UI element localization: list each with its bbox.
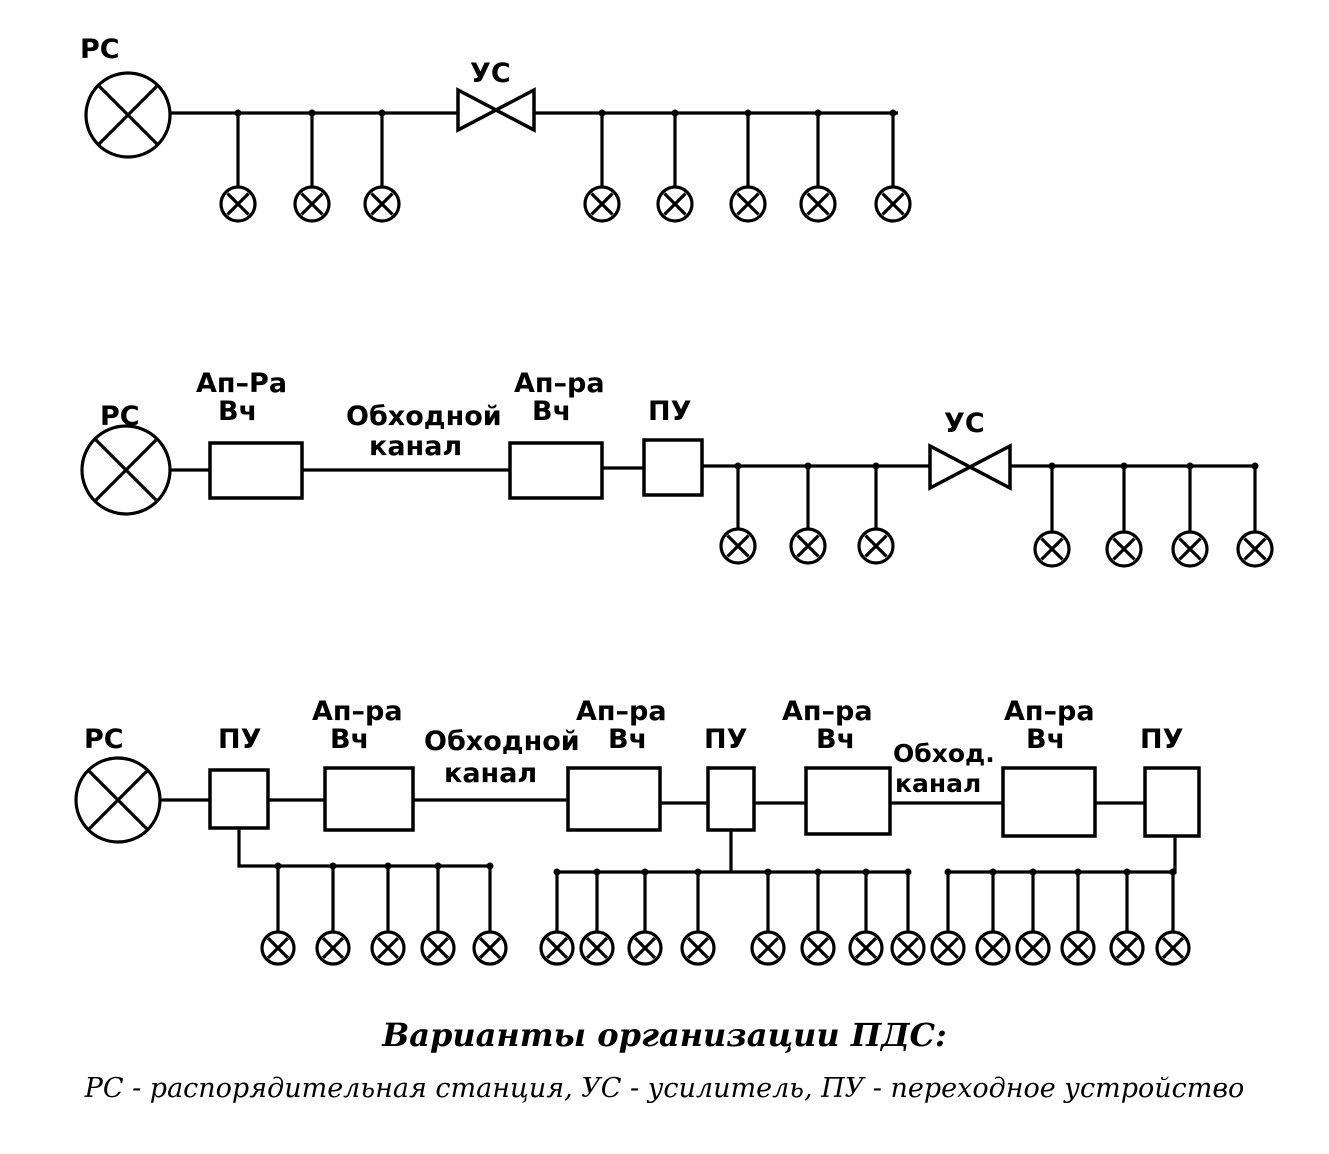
- subscriber-point-icon: [800, 868, 836, 966]
- subscriber-point-icon: [472, 862, 508, 966]
- hf-equipment-label: Вч: [608, 724, 647, 755]
- subscriber-taps: [719, 462, 1274, 568]
- subscriber-point-icon: [627, 868, 663, 966]
- us-label: УС: [944, 408, 985, 439]
- subscriber-point-icon: [719, 462, 757, 565]
- subscriber-point-icon: [579, 868, 615, 966]
- rs-label: РС: [80, 34, 120, 65]
- pu-label: ПУ: [704, 724, 748, 755]
- subscriber-point-icon: [874, 109, 912, 223]
- hf-equipment-label: Ап–Ра: [196, 368, 287, 399]
- variant-3-scheme: РС ПУ Ап–ра Вч Обходной канал Ап–ра Вч П…: [74, 696, 1201, 966]
- subscriber-point-icon: [1060, 868, 1096, 966]
- hf-equipment-label: Вч: [816, 724, 855, 755]
- transition-device-block: [1143, 766, 1201, 838]
- hf-equipment-label: Ап–ра: [576, 696, 667, 727]
- hf-equipment-block: [208, 441, 304, 500]
- distribution-bus: [946, 836, 1177, 874]
- subscriber-point-icon: [1109, 868, 1145, 966]
- hf-equipment-block: [804, 766, 892, 836]
- subscriber-point-icon: [1171, 462, 1209, 568]
- hf-equipment-block: [323, 766, 415, 832]
- subscriber-point-icon: [750, 868, 786, 966]
- hf-equipment-block: [566, 766, 662, 832]
- subscriber-point-icon: [930, 868, 966, 966]
- subscriber-point-icon: [729, 109, 767, 223]
- transition-device-block: [208, 768, 270, 830]
- bypass-channel-label: Обходной: [424, 726, 580, 757]
- subscriber-point-icon: [260, 862, 296, 966]
- dispatch-network-diagram: РС УС РС Ап–Ра Вч Обходной канал Ап–ра В…: [74, 34, 1274, 966]
- subscriber-point-icon: [293, 109, 331, 223]
- bypass-channel-label: канал: [369, 431, 462, 462]
- transition-device-block: [642, 438, 704, 497]
- subscriber-point-icon: [420, 862, 456, 966]
- variant-2-scheme: РС Ап–Ра Вч Обходной канал Ап–ра Вч ПУ У…: [80, 368, 1274, 568]
- subscriber-point-icon: [680, 868, 716, 966]
- hf-equipment-label: Вч: [330, 724, 369, 755]
- bypass-channel-label: канал: [444, 758, 537, 789]
- dispatch-station-icon: [74, 756, 162, 844]
- subscriber-point-icon: [857, 462, 895, 565]
- hf-equipment-block: [1001, 766, 1097, 838]
- subscriber-taps: [219, 109, 912, 223]
- subscriber-point-icon: [1155, 868, 1191, 966]
- bypass-channel-label: Обходной: [346, 401, 502, 432]
- bypass-channel-label: канал: [895, 769, 981, 798]
- amplifier-icon: [928, 443, 1012, 491]
- rs-label: РС: [84, 724, 124, 755]
- subscriber-point-icon: [1015, 868, 1051, 966]
- subscriber-point-icon: [1033, 462, 1071, 568]
- subscriber-point-icon: [848, 868, 884, 966]
- dispatch-station-icon: [80, 424, 172, 516]
- subscriber-point-icon: [370, 862, 406, 966]
- hf-equipment-block: [508, 441, 604, 500]
- bypass-channel-label: Обход.: [893, 739, 995, 768]
- diagram-legend: РС - распорядительная станция, УС - усил…: [84, 1073, 1245, 1104]
- subscriber-point-icon: [890, 868, 926, 966]
- hf-equipment-label: Ап–ра: [514, 368, 605, 399]
- subscriber-point-icon: [975, 868, 1011, 966]
- hf-equipment-label: Ап–ра: [1004, 696, 1095, 727]
- subscriber-point-icon: [656, 109, 694, 223]
- pu-label: ПУ: [648, 396, 692, 427]
- pu-label: ПУ: [1140, 724, 1184, 755]
- transition-device-block: [706, 766, 756, 832]
- pu-label: ПУ: [218, 724, 262, 755]
- subscriber-point-icon: [1105, 462, 1143, 568]
- subscriber-point-icon: [1236, 462, 1274, 568]
- us-label: УС: [470, 58, 511, 89]
- subscriber-point-icon: [799, 109, 837, 223]
- hf-equipment-label: Ап–ра: [782, 696, 873, 727]
- dispatch-station-icon: [84, 71, 172, 159]
- hf-equipment-label: Вч: [218, 396, 257, 427]
- diagram-title: Варианты организации ПДС:: [382, 1016, 947, 1054]
- subscriber-point-icon: [583, 109, 621, 223]
- subscriber-point-icon: [315, 862, 351, 966]
- subscriber-point-icon: [363, 109, 401, 223]
- variant-1-scheme: РС УС: [80, 34, 912, 223]
- hf-equipment-label: Ап–ра: [312, 696, 403, 727]
- subscriber-point-icon: [789, 462, 827, 565]
- subscriber-taps: [260, 862, 1191, 966]
- amplifier-icon: [456, 87, 536, 133]
- subscriber-point-icon: [539, 868, 575, 966]
- subscriber-point-icon: [219, 109, 257, 223]
- hf-equipment-label: Вч: [1026, 724, 1065, 755]
- distribution-bus: [237, 828, 493, 868]
- hf-equipment-label: Вч: [532, 396, 571, 427]
